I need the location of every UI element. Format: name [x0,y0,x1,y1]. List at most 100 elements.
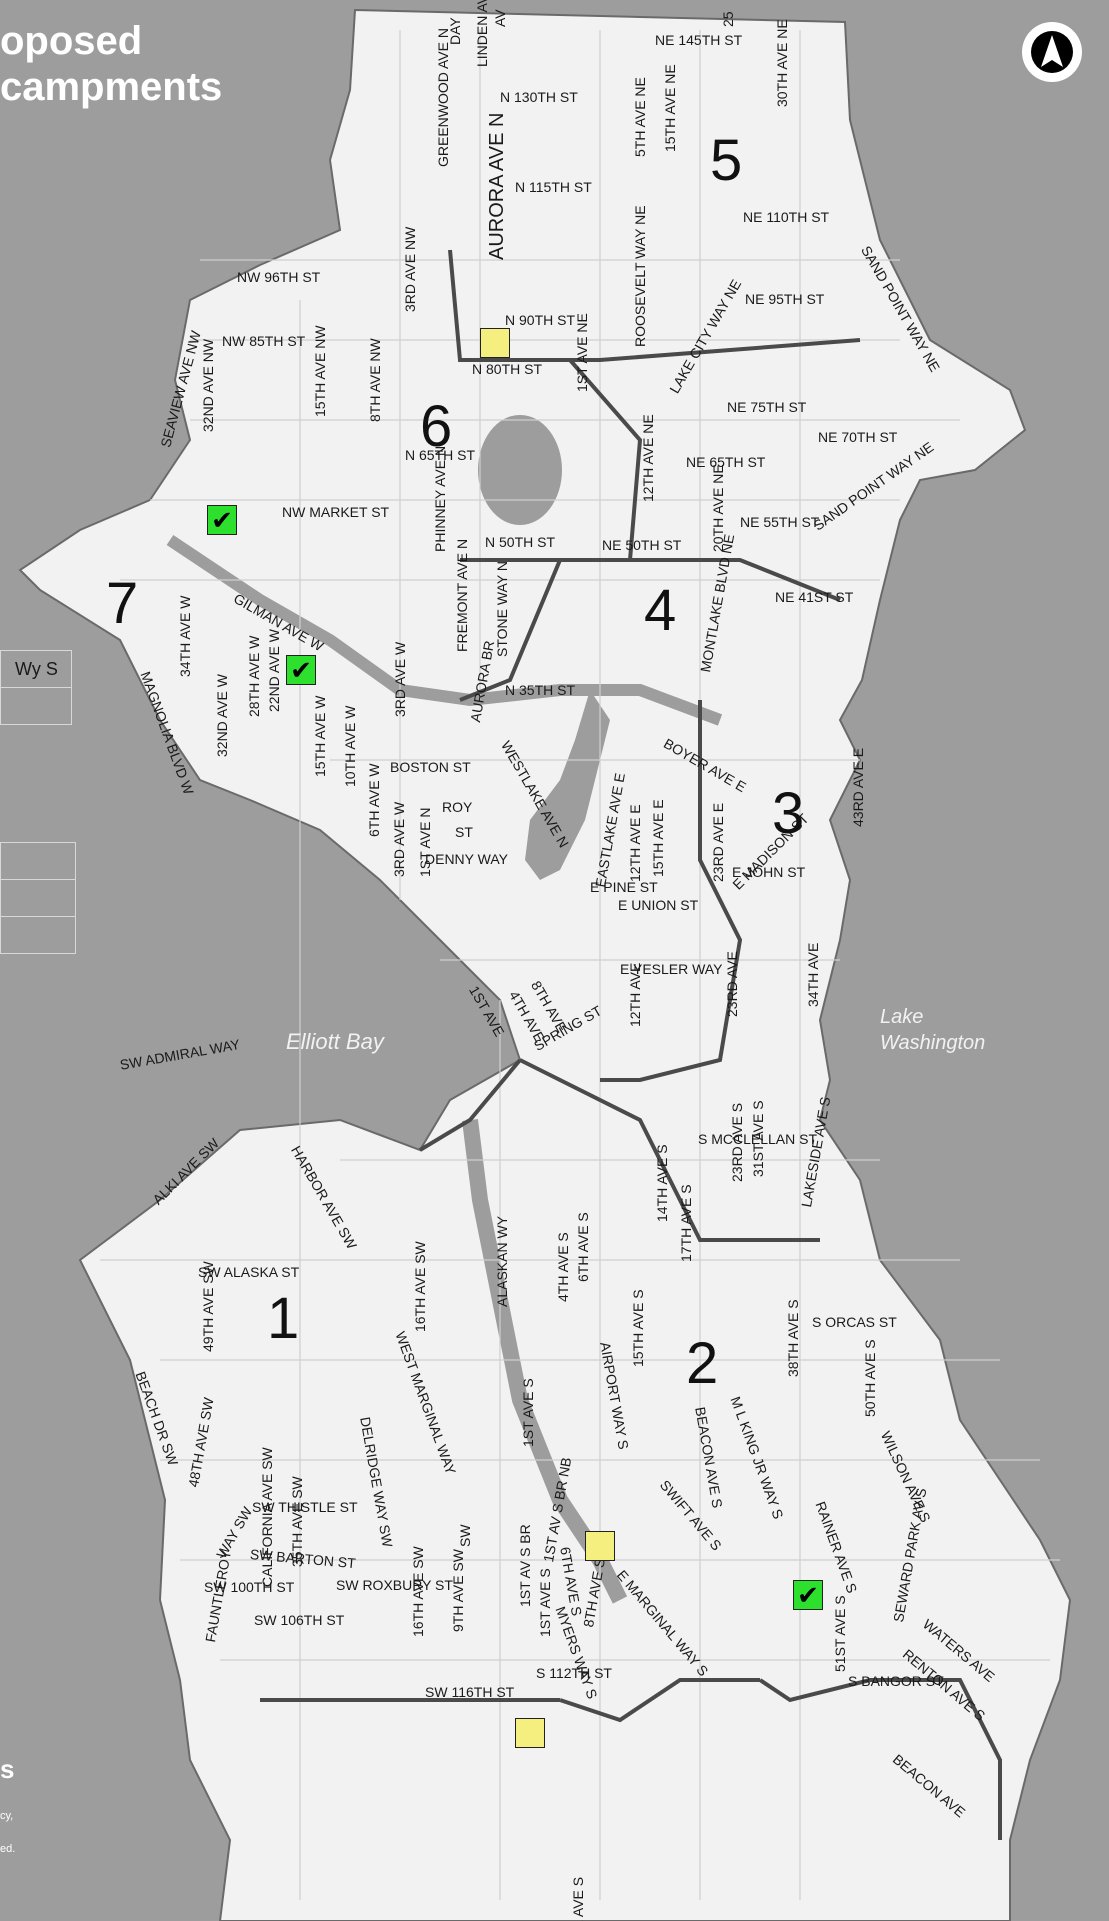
legend-row [1,843,75,880]
street-label: E JOHN ST [732,864,806,880]
street-label: 1 AVE S [570,1876,586,1921]
street-label: N 90TH ST [505,312,576,328]
street-label: S MCCLELLAN ST [698,1131,818,1147]
green-lake [478,415,562,525]
water-label: Elliott Bay [286,1029,384,1054]
street-label: SW 116TH ST [425,1684,515,1700]
street-label: 3RD AVE W [391,801,407,877]
approved-site-marker[interactable]: ✔ [207,505,237,535]
street-label: 1ST AV S BR [517,1524,533,1607]
street-label: S BANGOR ST [848,1673,944,1689]
street-label: 23RD AVE [724,951,740,1017]
title-line-1: oposed [0,19,143,63]
street-label: 23RD AVE E [710,802,726,882]
street-label: PHINNEY AVE N [432,445,448,552]
street-label: NE 41ST ST [775,589,854,605]
street-label: 9TH AVE SW [450,1549,466,1632]
approved-site-marker[interactable]: ✔ [793,1580,823,1610]
street-label: 1ST AVE S [537,1568,553,1637]
legend-row [1,917,75,953]
street-label: 22ND AVE W [266,629,282,712]
street-label: 17TH AVE S [678,1184,694,1262]
street-grid [100,30,1060,1900]
street-label: NE 75TH ST [727,399,807,415]
proposed-site-marker[interactable] [585,1531,615,1561]
street-label: 23RD AVE S [729,1102,745,1182]
street-label: 31ST AVE S [750,1100,766,1177]
street-label: FREMONT AVE N [454,538,470,652]
district-number-2: 2 [686,1331,719,1396]
legend-table-top: Wy S [0,650,72,725]
street-label: NE 65TH ST [686,454,766,470]
street-label: 8TH AVE NW [367,338,383,422]
legend-bottom-fragment: s [0,1754,15,1784]
street-label: 3RD AVE NW [402,226,418,312]
street-label: 15TH AVE NW [312,325,328,417]
street-label: 43RD AVE E [850,747,866,827]
street-label: AURORA AVE N [486,112,508,260]
legend-table-bottom [0,842,76,954]
map-title: oposed campments [0,18,222,110]
district-number-3: 3 [772,781,805,846]
proposed-site-marker[interactable] [480,328,510,358]
district-number-5: 5 [710,128,743,193]
street-label: 50TH AVE S [862,1339,878,1417]
street-label: NE 55TH ST [740,514,820,530]
street-label: 16TH AVE SW [410,1546,426,1637]
street-label: SW THISTLE ST [252,1499,358,1515]
note-line-2: ed. [0,1843,16,1855]
legend-row [1,688,71,724]
street-label: 1ST AVE S [520,1378,536,1447]
street-label: 15TH AVE NE [662,64,678,152]
street-label: 6TH AVE S [575,1212,591,1282]
checkmark-icon: ✔ [797,1580,819,1610]
street-label: 30TH AVE NE [774,19,790,107]
street-label: E UNION ST [618,897,699,913]
street-label: AV [492,9,508,27]
street-label: NW 85TH ST [222,333,306,349]
note-line-1: cy, [0,1810,14,1822]
street-label: 28TH AVE W [246,635,262,717]
district-number-4: 4 [644,578,677,643]
street-label: 12TH AVE [627,962,643,1027]
legend-row [1,880,75,917]
street-label: 32ND AVE NW [200,338,216,432]
approved-site-marker[interactable]: ✔ [286,655,316,685]
street-label: SW 106TH ST [254,1612,345,1628]
street-label: SW ALASKA ST [198,1264,300,1280]
proposed-site-marker[interactable] [515,1718,545,1748]
street-label: NW MARKET ST [282,504,390,520]
title-line-2: campments [0,65,223,109]
street-label: N 65TH ST [405,447,476,463]
street-label: E PINE ST [590,879,658,895]
district-boundaries [260,249,1002,1840]
street-label: 51ST AVE S [832,1595,848,1672]
street-label: DAY [447,17,463,45]
lake-union [525,690,610,880]
street-label: 5TH AVE NE [632,77,648,157]
north-arrow-icon [1022,22,1082,82]
district-number-6: 6 [420,394,453,459]
street-label: S 112TH ST [536,1665,612,1681]
legend-row-label: Wy S [15,659,58,679]
street-label: S ORCAS ST [812,1314,897,1330]
street-label: 1ST AVE N [417,807,433,877]
street-label: 1ST AVE NE [574,313,590,392]
street-label: ROOSEVELT WAY NE [632,205,648,347]
street-label: 14TH AVE S [654,1144,670,1222]
district-number-7: 7 [106,571,139,636]
street-label: NE 145TH ST [655,32,743,48]
street-label: 34TH AVE W [177,595,193,677]
street-label: E YESLER WAY [620,961,723,977]
district-number-1: 1 [267,1286,300,1351]
street-label: GREENWOOD AVE N [435,28,451,167]
ship-canal [166,535,723,726]
street-label: 16TH AVE SW [412,1241,428,1332]
street-label: 12TH AVE E [627,804,643,882]
street-label: BOSTON ST [390,759,471,775]
street-label: NE 110TH ST [743,209,830,225]
street-label: 15TH AVE E [650,799,666,877]
street-label: NE 70TH ST [818,429,898,445]
